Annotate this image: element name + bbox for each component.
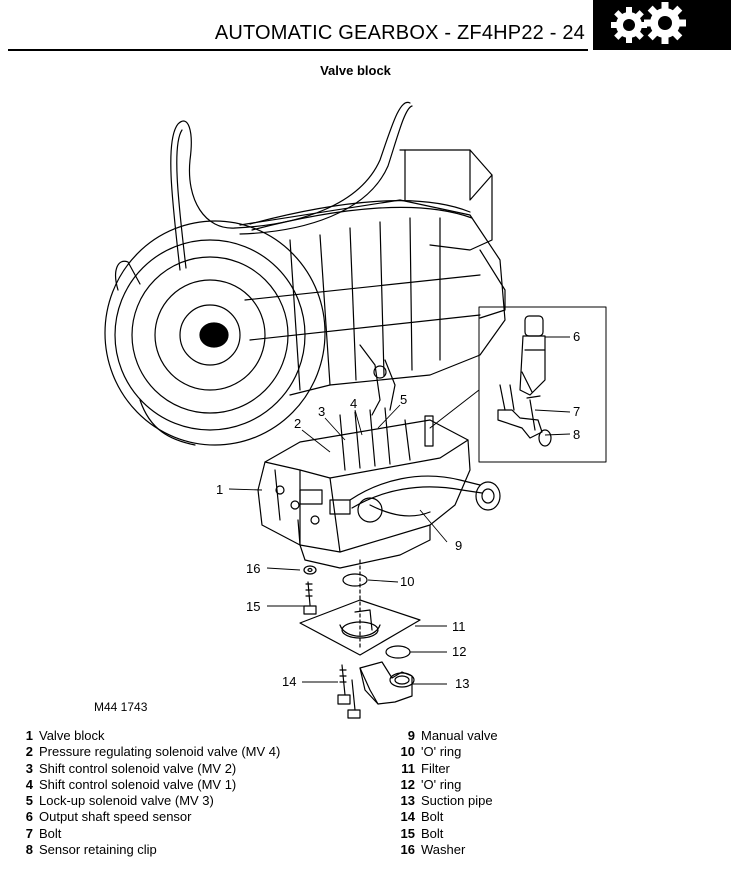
o-ring-12	[385, 645, 411, 659]
legend-item: 10 'O' ring	[397, 744, 498, 760]
callout-3: 3	[318, 404, 325, 419]
legend-item: 14 Bolt	[397, 809, 498, 825]
legend-text: Bolt	[421, 809, 444, 825]
legend-text: Bolt	[421, 825, 444, 841]
legend-num: 11	[401, 760, 415, 776]
header-rule	[8, 49, 588, 51]
legend-text: Lock-up solenoid valve (MV 3)	[39, 793, 214, 809]
washer-16	[303, 565, 317, 575]
bell-housing	[104, 220, 326, 446]
legend-text: Output shaft speed sensor	[39, 809, 192, 825]
speed-sensor	[519, 315, 546, 396]
inset-bolt	[526, 395, 541, 431]
legend-text: Washer	[421, 842, 466, 858]
callout-13: 13	[455, 676, 469, 691]
figure-reference: M44 1743	[94, 700, 148, 714]
bolt-14	[337, 664, 361, 719]
sensor-inset-frame	[478, 306, 607, 463]
legend-item: 3 Shift control solenoid valve (MV 2)	[24, 761, 280, 777]
legend-item: 4 Shift control solenoid valve (MV 1)	[24, 777, 280, 793]
legend-right: 9 Manual valve 10 'O' ring 11 Filter 12 'O' …	[397, 728, 498, 858]
legend-text: Filter	[421, 760, 450, 776]
legend-item: 2 Pressure regulating solenoid valve (MV …	[24, 744, 281, 760]
legend-text: 'O' ring	[421, 776, 462, 792]
section-title: Valve block	[320, 63, 391, 78]
legend-text: Manual valve	[421, 728, 498, 743]
gearbox-exploded-diagram: 1 2 3 4 5 6 7 8 9 10 11 12 13 14 15 16	[104, 101, 607, 719]
legend-text: Shift control solenoid valve (MV 2)	[39, 760, 237, 776]
valve-block	[257, 407, 501, 569]
legend-num: 10	[400, 744, 415, 760]
callout-2: 2	[294, 416, 301, 431]
legend-num: 9	[407, 728, 415, 743]
section-badge	[593, 0, 731, 50]
legend-item: 11 Filter	[397, 761, 498, 777]
legend-item: 7 Bolt	[24, 826, 280, 842]
legend-num: 3	[25, 760, 33, 776]
legend-num: 12	[400, 776, 415, 792]
legend-item: 9 Manual valve	[397, 728, 498, 744]
callout-6: 6	[573, 329, 580, 344]
callout-1: 1	[216, 482, 223, 497]
callout-11: 11	[452, 619, 466, 634]
legend-text: Sensor retaining clip	[39, 842, 157, 858]
legend-num: 15	[400, 825, 415, 841]
legend-left: 1 Valve block 2 Pressure regulating soleno…	[24, 728, 281, 858]
callout-9: 9	[455, 538, 462, 553]
legend-num: 13	[400, 793, 415, 809]
bolt-15	[303, 581, 317, 615]
legend-item: 12 'O' ring	[397, 777, 498, 793]
legend-item: 1 Valve block	[24, 728, 280, 744]
dipstick-tube	[170, 120, 236, 271]
legend-item: 8 Sensor retaining clip	[24, 842, 280, 858]
legend-num: 7	[25, 825, 33, 841]
callout-12: 12	[452, 644, 466, 659]
legend-item: 6 Output shaft speed sensor	[24, 809, 280, 825]
legend-item: 15 Bolt	[397, 826, 498, 842]
legend-num: 4	[25, 776, 33, 792]
legend-text: Shift control solenoid valve (MV 1)	[39, 776, 237, 792]
legend-num: 14	[400, 809, 415, 825]
legend-num: 5	[25, 793, 33, 809]
legend-item: 5 Lock-up solenoid valve (MV 3)	[24, 793, 280, 809]
legend-text: Bolt	[39, 825, 62, 841]
legend-num: 6	[25, 809, 33, 825]
o-ring-10	[342, 573, 368, 587]
legend-text: 'O' ring	[421, 744, 462, 760]
callout-15: 15	[246, 599, 260, 614]
gearbox-casing	[239, 149, 506, 416]
callout-14: 14	[282, 674, 296, 689]
legend-text: Valve block	[39, 728, 105, 743]
legend-item: 16 Washer	[397, 842, 498, 858]
filter-11	[299, 599, 421, 656]
legend-num: 2	[25, 744, 33, 760]
callout-7: 7	[573, 404, 580, 419]
legend-num: 16	[400, 842, 415, 858]
callout-10: 10	[400, 574, 414, 589]
page-header: AUTOMATIC GEARBOX - ZF4HP22 - 24	[214, 22, 585, 44]
cooler-pipe	[234, 101, 411, 229]
gears-icon	[611, 2, 686, 44]
callout-4: 4	[350, 396, 357, 411]
legend-text: Pressure regulating solenoid valve (MV 4…	[39, 744, 281, 760]
callout-16: 16	[246, 561, 260, 576]
callout-8: 8	[573, 427, 580, 442]
legend-num: 1	[25, 728, 33, 743]
sensor-clip	[497, 384, 543, 439]
legend-text: Suction pipe	[421, 793, 493, 809]
suction-pipe-13	[359, 661, 415, 705]
callout-5: 5	[400, 392, 407, 407]
legend-num: 8	[25, 842, 33, 858]
legend-item: 13 Suction pipe	[397, 793, 498, 809]
